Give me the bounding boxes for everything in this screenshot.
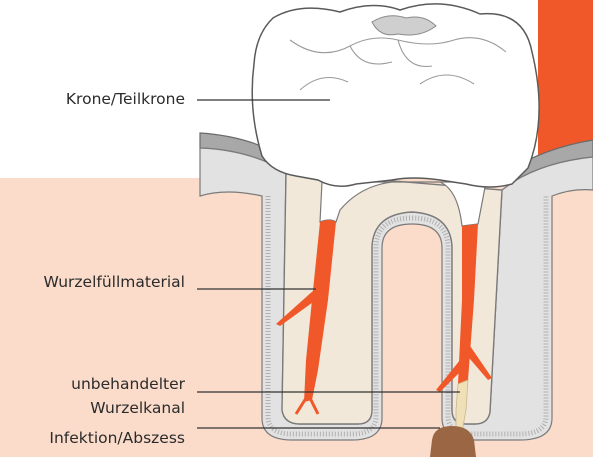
label-infection: Infektion/Abszess bbox=[49, 428, 185, 448]
label-crown: Krone/Teilkrone bbox=[66, 89, 185, 109]
label-canal-line2: Wurzelkanal bbox=[90, 398, 185, 418]
label-root-filling: Wurzelfüllmaterial bbox=[43, 272, 185, 292]
label-canal-line1: unbehandelter bbox=[71, 374, 185, 394]
